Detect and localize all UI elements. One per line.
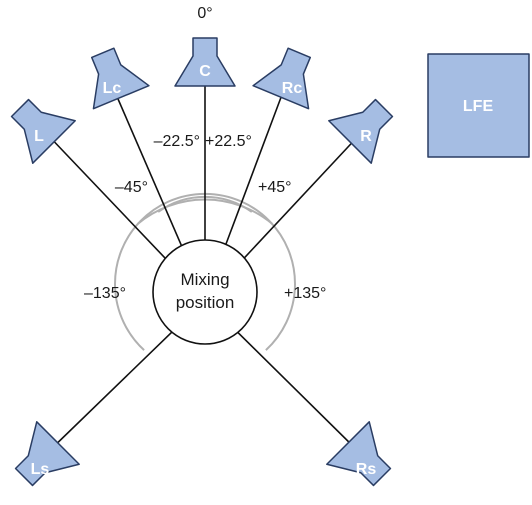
speaker-c: C: [174, 37, 236, 87]
mixing-position-circle: [152, 239, 258, 345]
speaker-rs: [326, 421, 392, 487]
speaker-l: [10, 98, 76, 164]
mixing-position: Mixing position: [152, 239, 258, 345]
speaker-lc: [90, 47, 150, 110]
speaker-ls: [14, 421, 80, 487]
speaker-rs-label: Rs: [356, 461, 377, 478]
speaker-lfe-label: LFE: [463, 98, 494, 115]
angle-plus-45-label: +45°: [258, 179, 292, 196]
speaker-ls-label: Ls: [31, 461, 50, 478]
angle-plus-22-5-label: +22.5°: [205, 133, 252, 150]
mixing-position-label-line2: position: [176, 293, 235, 312]
speaker-l-icon: [10, 98, 76, 164]
speaker-r-label: R: [360, 128, 372, 145]
speaker-c-label: C: [199, 63, 211, 80]
speaker-ls-icon: [14, 421, 80, 487]
speaker-rc: [252, 47, 312, 110]
speaker-l-label: L: [34, 128, 44, 145]
speaker-r-icon: [328, 98, 394, 164]
angle-minus-45-label: –45°: [115, 179, 148, 196]
angle-plus-135-label: +135°: [284, 285, 326, 302]
speaker-rc-label: Rc: [282, 80, 303, 97]
mixing-position-label-line1: Mixing: [180, 270, 229, 289]
speaker-c-icon: [174, 37, 236, 87]
speaker-lfe: LFE: [427, 53, 530, 158]
speaker-rc-icon: [252, 47, 312, 110]
speaker-rs-icon: [326, 421, 392, 487]
speaker-r: [328, 98, 394, 164]
angle-minus-22-5-label: –22.5°: [154, 133, 200, 150]
angle-minus-135-label: –135°: [84, 285, 126, 302]
speaker-lfe-box: [427, 53, 530, 158]
speaker-lc-label: Lc: [103, 80, 122, 97]
angle-0-label: 0°: [197, 5, 212, 22]
speaker-lc-icon: [90, 47, 150, 110]
